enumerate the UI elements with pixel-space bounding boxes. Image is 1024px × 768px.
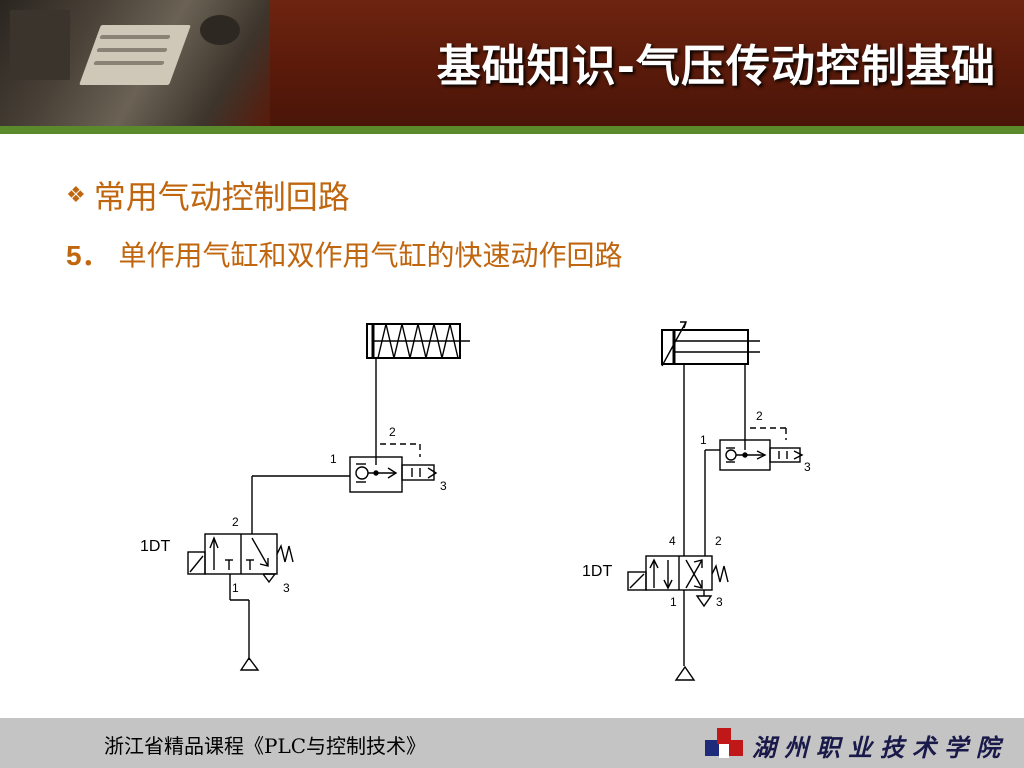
keyboard-photo (0, 0, 270, 126)
school-name: 湖州职业技术学院 (752, 733, 1008, 762)
course-name: 浙江省精品课程《PLC与控制技术》 (104, 734, 427, 758)
solenoid-valve-3-2-left (187, 533, 294, 584)
right-valve-port-1-label: 1 (670, 595, 677, 609)
subsection-number: 5． (66, 240, 110, 271)
right-solenoid-label: 1DT (582, 563, 612, 580)
section-heading-text: 常用气动控制回路 (93, 178, 350, 216)
left-valve-port-1-label: 1 (232, 581, 239, 595)
header-banner: 基础知识-气压传动控制基础 (0, 0, 1024, 126)
left-valve-port-2-label: 2 (232, 515, 239, 529)
left-qev-port-1-label: 1 (330, 452, 337, 466)
left-qev-port-2-label: 2 (389, 425, 396, 439)
quick-exhaust-valve-left (349, 443, 438, 493)
right-qev-port-2-label: 2 (756, 409, 763, 423)
school-logo-icon (705, 728, 743, 758)
pneumatic-circuit-diagram: 2 1 3 2 1 3 1DT (140, 321, 811, 681)
subsection-heading-text: 单作用气缸和双作用气缸的快速动作回路 (118, 239, 623, 272)
solenoid-valve-4-2-right (627, 555, 729, 591)
diamond-bullet-icon: ❖ (66, 182, 86, 208)
right-valve-port-3-label: 3 (716, 595, 723, 609)
single-acting-cylinder (366, 323, 470, 359)
single-acting-circuit: 2 1 3 2 1 3 1DT (140, 323, 470, 671)
right-valve-port-2-label: 2 (715, 534, 722, 548)
footer-bar: 浙江省精品课程《PLC与控制技术》 湖州职业技术学院 (0, 718, 1024, 768)
header-divider (0, 126, 1024, 134)
left-solenoid-label: 1DT (140, 538, 170, 555)
left-valve-port-3-label: 3 (283, 581, 290, 595)
page-title: 基础知识-气压传动控制基础 (436, 41, 996, 92)
double-acting-circuit: 2 1 3 4 2 1 3 1DT (582, 321, 811, 681)
subsection-heading: 5． 单作用气缸和双作用气缸的快速动作回路 (66, 234, 623, 274)
double-acting-cylinder (661, 321, 760, 367)
section-heading: ❖ 常用气动控制回路 (66, 172, 350, 218)
right-qev-port-1-label: 1 (700, 433, 707, 447)
quick-exhaust-valve-right (719, 427, 804, 471)
left-qev-port-3-label: 3 (440, 479, 447, 493)
right-valve-port-4-label: 4 (669, 534, 676, 548)
right-qev-port-3-label: 3 (804, 460, 811, 474)
